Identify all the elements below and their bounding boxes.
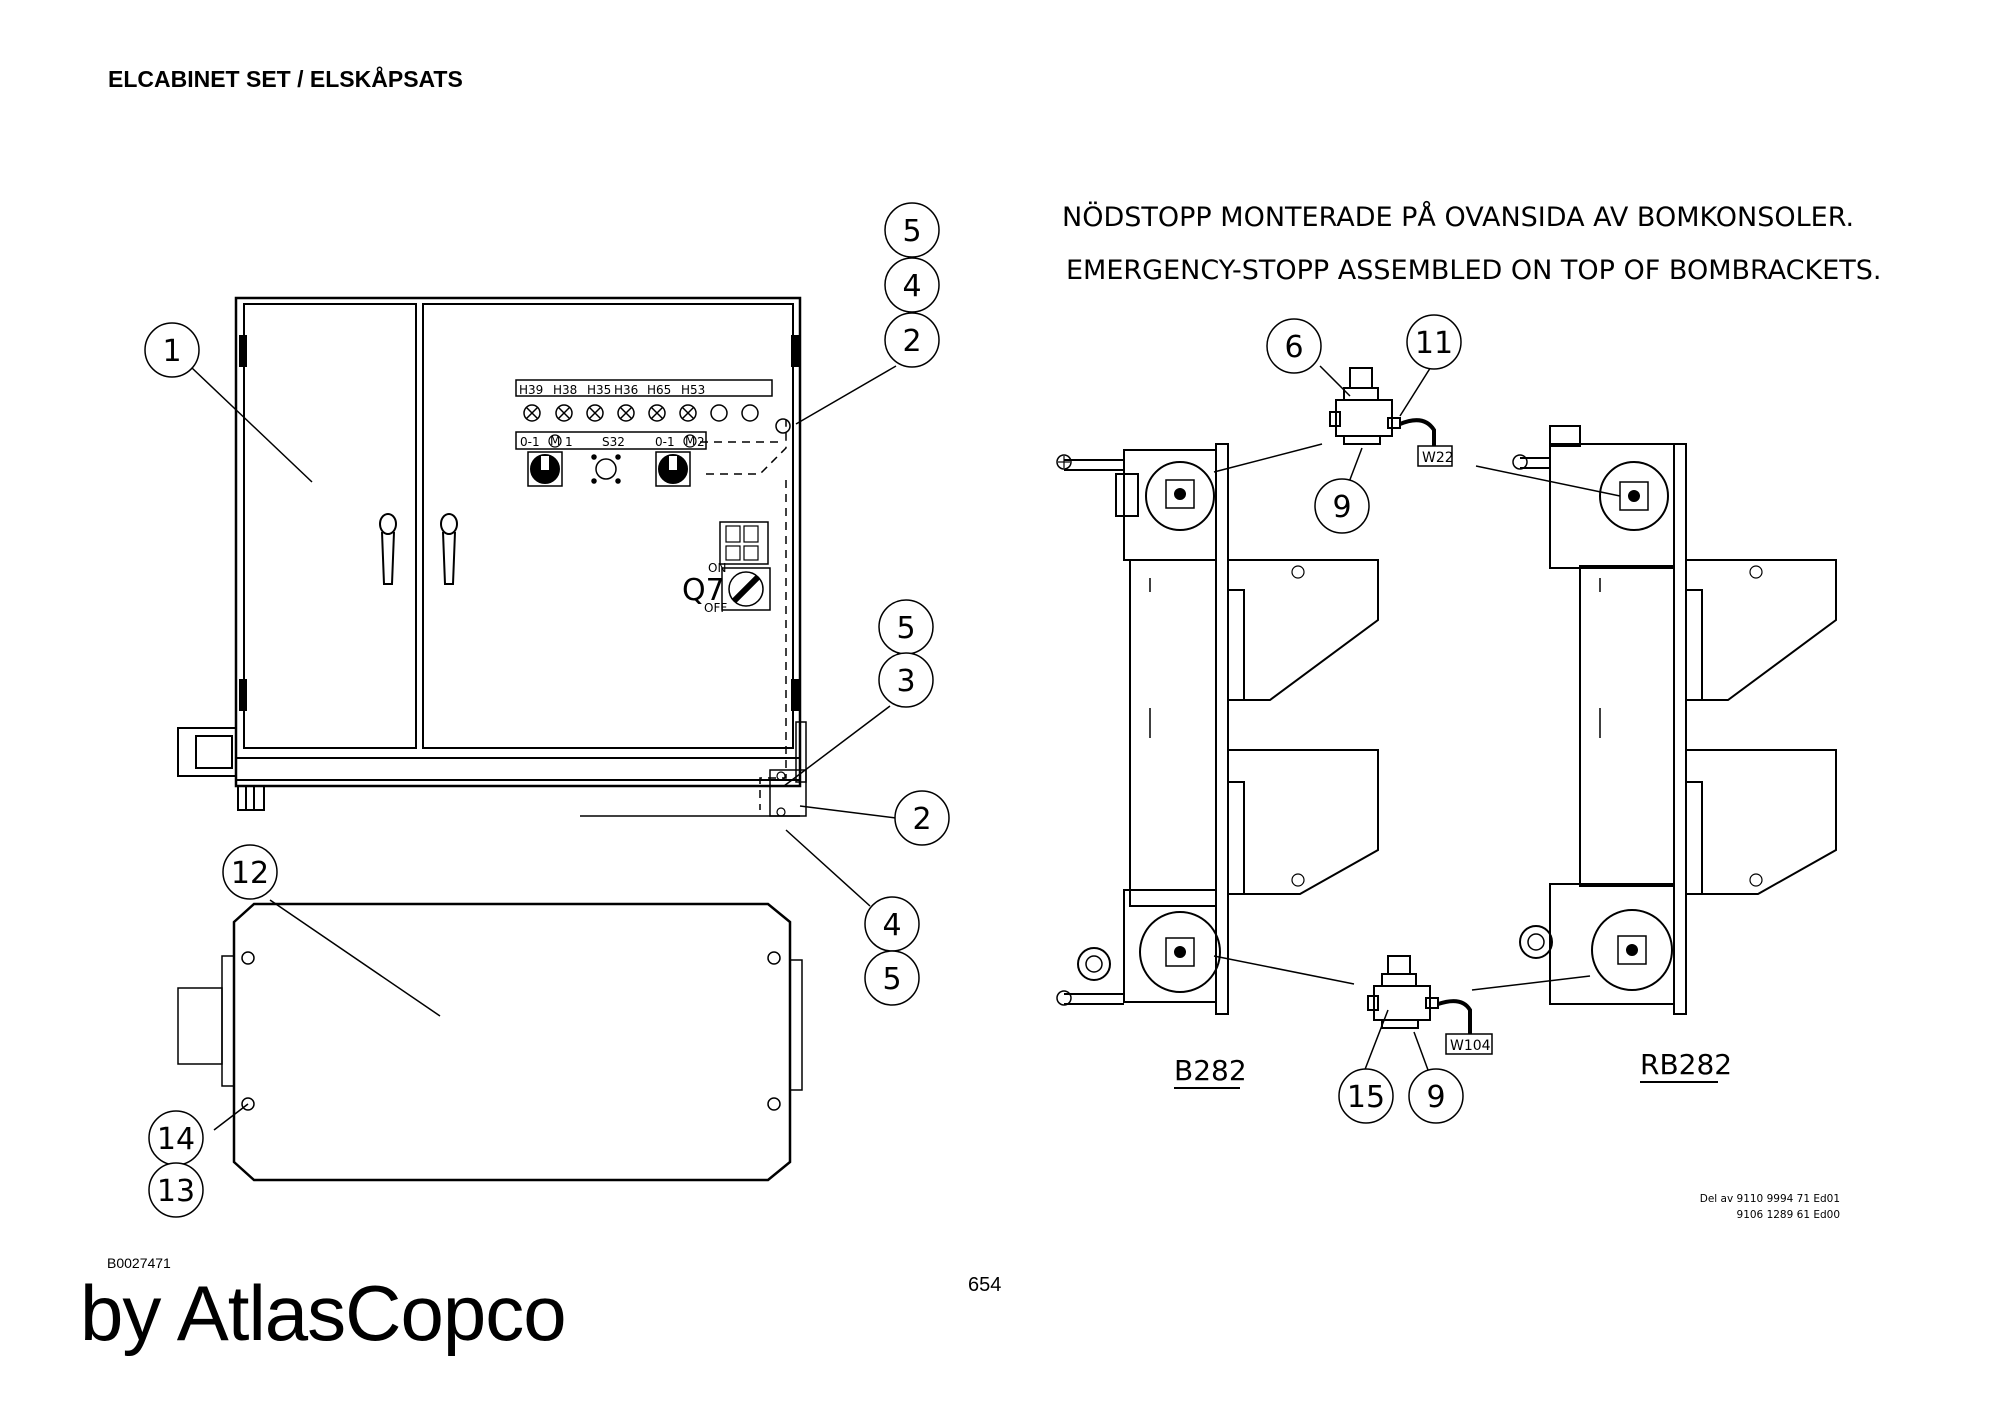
door-handle-right — [440, 513, 458, 585]
brand-footer: by AtlasCopco — [80, 1269, 567, 1357]
callout-4-top: 4 — [902, 269, 921, 304]
emergency-stop-upper — [1329, 367, 1436, 446]
lamp-icon — [523, 404, 541, 422]
switch-left-m: M — [550, 434, 560, 448]
main-switch-on-label: ON — [708, 561, 726, 575]
callout-12: 12 — [231, 856, 269, 891]
selector-switch-left — [527, 451, 563, 487]
door-handle-left — [379, 513, 397, 585]
switch-right-label: 0-1 — [655, 435, 675, 449]
cabinet-front-view: H39 H38 H35 H36 H65 H53 0-1 M 1 S32 0-1 … — [177, 296, 807, 817]
callout-5-bottom: 5 — [882, 962, 901, 997]
lamp-icon — [710, 404, 728, 422]
view-label-rb282: RB282 — [1640, 1048, 1732, 1081]
cable-tag-w22: W22 — [1422, 450, 1454, 466]
callout-15: 15 — [1347, 1080, 1385, 1115]
drawing-id: B0027471 — [107, 1255, 171, 1271]
lamp-icon — [741, 404, 759, 422]
note-line-2: EMERGENCY-STOPP ASSEMBLED ON TOP OF BOMB… — [1066, 255, 1882, 286]
indicator-lamps — [523, 404, 759, 422]
callout-6: 6 — [1284, 330, 1303, 365]
callout-9-bottom: 9 — [1426, 1080, 1445, 1115]
reference-line-1: Del av 9110 9994 71 Ed01 — [1700, 1193, 1840, 1205]
main-switch-q7 — [719, 521, 771, 611]
reference-line-2: 9106 1289 61 Ed00 — [1737, 1209, 1840, 1221]
note-line-1: NÖDSTOPP MONTERADE PÅ OVANSIDA AV BOMKON… — [1062, 201, 1854, 233]
lamp-icon — [617, 404, 635, 422]
callout-5-top: 5 — [902, 214, 921, 249]
lamp-icon — [648, 404, 666, 422]
cabinet-top-view — [177, 902, 803, 1182]
pushbutton-s32 — [591, 454, 621, 484]
callout-5-mid: 5 — [896, 611, 915, 646]
callout-13: 13 — [157, 1174, 195, 1209]
main-switch-label: Q7 — [682, 573, 725, 608]
leader-lines — [191, 361, 1621, 1131]
switch-left-num: 1 — [565, 435, 573, 449]
callout-14: 14 — [157, 1122, 195, 1157]
indicator-label-h39: H39 — [519, 383, 543, 397]
page-title: ELCABINET SET / ELSKÅPSATS — [108, 66, 463, 92]
callout-9-top: 9 — [1332, 490, 1351, 525]
callout-1: 1 — [162, 334, 181, 369]
callout-4-bottom: 4 — [882, 908, 901, 943]
indicator-label-h36: H36 — [614, 383, 638, 397]
indicator-label-h65: H65 — [647, 383, 671, 397]
switch-mid-label: S32 — [602, 435, 625, 449]
selector-switch-right — [655, 451, 691, 487]
view-label-b282: B282 — [1174, 1054, 1247, 1087]
indicator-label-h35: H35 — [587, 383, 611, 397]
boom-bracket-rb282 — [1512, 425, 1837, 1015]
boom-bracket-b282 — [1056, 443, 1379, 1015]
indicator-label-h53: H53 — [681, 383, 705, 397]
indicator-label-h38: H38 — [553, 383, 577, 397]
lamp-icon — [679, 404, 697, 422]
lamp-icon — [586, 404, 604, 422]
switch-left-label: 0-1 — [520, 435, 540, 449]
emergency-stop-lower — [1367, 955, 1472, 1034]
page-number: 654 — [968, 1274, 1002, 1296]
lamp-icon — [555, 404, 573, 422]
main-switch-off-label: OFF — [704, 601, 727, 615]
callout-2-bottom: 2 — [912, 802, 931, 837]
switch-right-m: M — [685, 434, 695, 448]
callout-3: 3 — [896, 664, 915, 699]
callout-11: 11 — [1415, 326, 1453, 361]
cable-tag-w104: W104 — [1450, 1038, 1491, 1054]
callout-2-top: 2 — [902, 324, 921, 359]
